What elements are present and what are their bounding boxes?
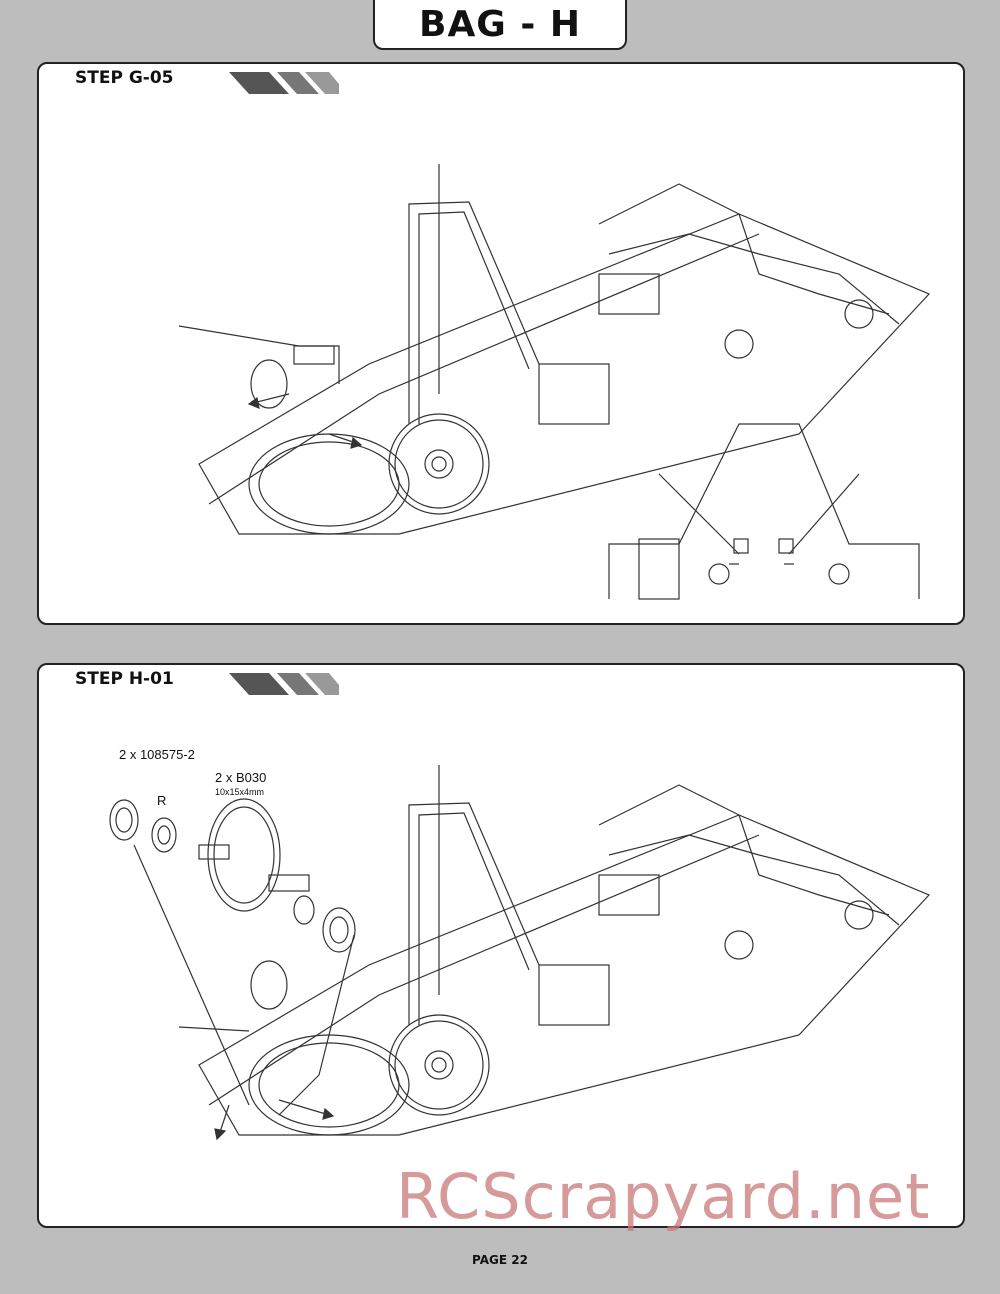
- chassis-drawing-g05: [178, 164, 931, 600]
- bag-title-tab: BAG - H: [373, 0, 627, 50]
- step-h01-label: STEP H-01: [75, 669, 174, 689]
- watermark: RCScrapyard.net: [396, 1160, 931, 1233]
- ring-part-mark: R: [157, 793, 167, 808]
- chassis-drawing-h01: [109, 765, 931, 1141]
- page-number: PAGE 22: [472, 1253, 528, 1267]
- step-g05-label: STEP G-05: [75, 68, 174, 88]
- bag-title: BAG - H: [419, 3, 581, 45]
- bearing-part-qty: 2 x B030: [215, 770, 267, 785]
- header-stripes-icon: [229, 72, 339, 94]
- ring-part-qty: 2 x 108575-2: [119, 747, 195, 762]
- step-g05-panel: STEP G-05: [37, 62, 965, 625]
- step-h01-tab: STEP H-01: [37, 663, 237, 695]
- step-h01-panel: STEP H-01: [37, 663, 965, 1228]
- bearing-part-size: 10x15x4mm: [215, 787, 265, 797]
- header-stripes-icon: [229, 673, 339, 695]
- step-g05-tab: STEP G-05: [37, 62, 237, 94]
